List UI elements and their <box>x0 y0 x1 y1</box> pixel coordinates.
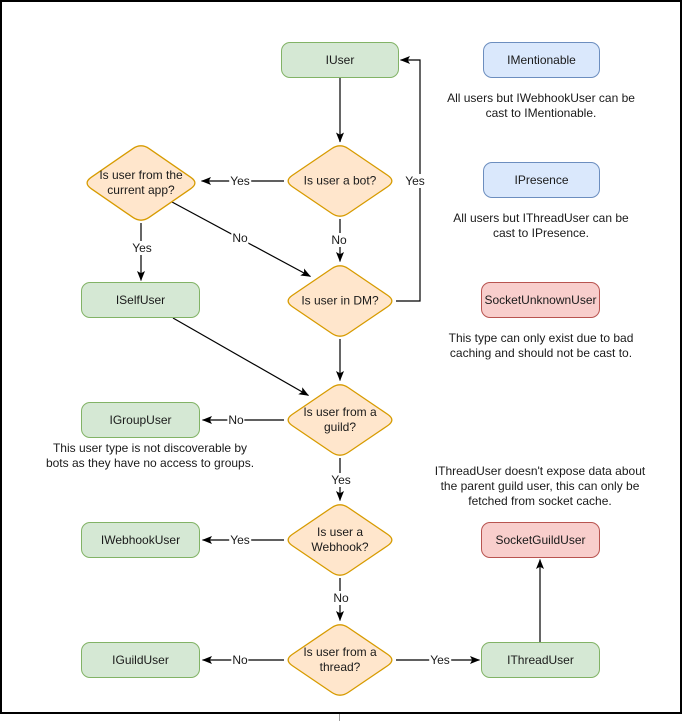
decision-is-thread-label: Is user from a thread? <box>303 645 377 674</box>
note-igroupuser: This user type is not discoverable by bo… <box>45 441 255 470</box>
edge-label-dm-yes: Yes <box>404 174 426 188</box>
note-imentionable: All users but IWebhookUser can be cast t… <box>447 91 635 120</box>
node-iselfuser: ISelfUser <box>81 282 200 318</box>
node-ipresence: IPresence <box>483 162 600 198</box>
edge-label-thread-no: No <box>231 653 249 667</box>
node-iguilduser: IGuildUser <box>81 642 200 678</box>
note-socketunknownuser: This type can only exist due to bad cach… <box>448 331 634 360</box>
decision-is-webhook-label: Is user a Webhook? <box>311 525 369 554</box>
decision-is-bot-label: Is user a bot? <box>303 173 377 188</box>
node-socketunknownuser: SocketUnknownUser <box>481 282 600 318</box>
decision-is-current-app-label: Is user from the current app? <box>99 168 183 197</box>
node-iwebhookuser: IWebhookUser <box>81 522 200 558</box>
decision-is-dm-label: Is user in DM? <box>301 293 379 308</box>
node-iuser: IUser <box>281 42 399 78</box>
decision-is-guild-shape <box>287 384 393 456</box>
edge-label-guild-no: No <box>227 413 245 427</box>
node-igroupuser: IGroupUser <box>81 402 200 438</box>
edge-label-webhook-no: No <box>332 591 350 605</box>
decision-is-dm-shape <box>287 265 393 337</box>
edge-label-current-app-no: No <box>231 231 249 245</box>
edge-label-bot-no: No <box>330 233 348 247</box>
edge-label-guild-yes: Yes <box>330 473 352 487</box>
node-ithreaduser: IThreadUser <box>481 642 600 678</box>
edge-label-bot-yes: Yes <box>229 174 251 188</box>
edge-iselfuser-to-isguild <box>172 317 309 397</box>
page-boundary-tick <box>339 714 340 721</box>
decision-is-bot-shape <box>287 145 393 217</box>
decision-is-thread-shape <box>287 624 393 696</box>
decision-is-current-app-shape <box>86 145 196 221</box>
decision-is-guild-label: Is user from a guild? <box>303 405 377 434</box>
note-ipresence: All users but IThreadUser can be cast to… <box>453 211 629 240</box>
node-socketguilduser: SocketGuildUser <box>481 522 600 558</box>
page-bottom-border <box>0 712 682 714</box>
node-imentionable: IMentionable <box>483 42 600 78</box>
decision-is-webhook-shape <box>287 504 393 576</box>
edge-label-webhook-yes: Yes <box>229 533 251 547</box>
note-ithreaduser: IThreadUser doesn't expose data about th… <box>434 464 646 508</box>
edge-label-current-app-yes: Yes <box>131 241 153 255</box>
edge-label-thread-yes: Yes <box>429 653 451 667</box>
